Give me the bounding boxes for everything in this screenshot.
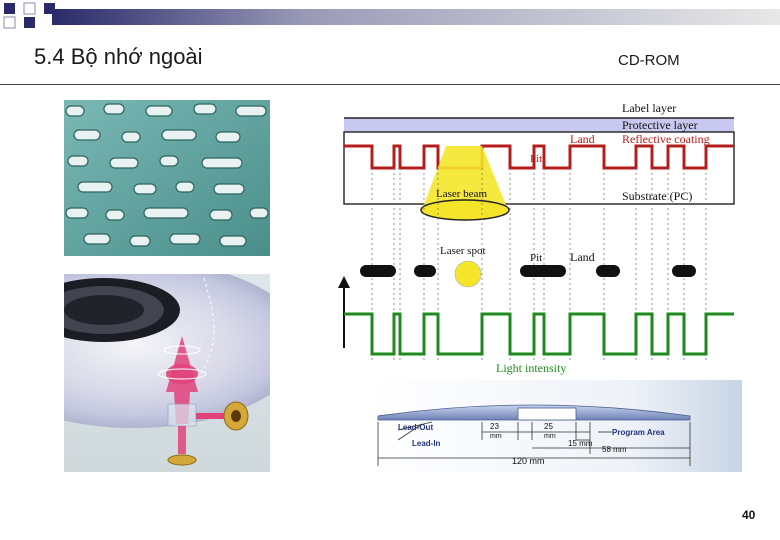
dim-58-label: 58 mm: [602, 445, 627, 454]
dim-23-value: 23: [490, 422, 499, 431]
pit-top-label: Pit: [530, 153, 542, 165]
light-intensity-signal: [344, 312, 734, 356]
dim-25-unit: mm: [544, 433, 556, 440]
cd-structure-diagram: Label layer Protective layer Reflective …: [338, 101, 735, 375]
pit-mid-label: Pit: [530, 252, 542, 264]
lead-out-label: Lead-Out: [398, 423, 433, 432]
label-layer-text: Label layer: [622, 101, 676, 115]
substrate-text: Substrate (PC): [622, 189, 692, 203]
land-mid-label: Land: [570, 250, 595, 264]
pit-surface-image: [64, 100, 270, 256]
disc-laser-image: [64, 274, 270, 472]
protective-layer-text: Protective layer: [622, 118, 698, 132]
disc-dimensions-diagram: Lead-Out Lead-In 23 mm 25 mm 15 mm Progr…: [372, 380, 742, 472]
dim-120-label: 120 mm: [512, 456, 545, 466]
title-divider: [0, 84, 780, 85]
laser-beam-label: Laser beam: [436, 188, 487, 200]
dim-15-label: 15 mm: [568, 439, 593, 448]
dim-25-value: 25: [544, 422, 553, 431]
laser-spot-label: Laser spot: [440, 245, 486, 257]
reflective-profile-line: [344, 144, 734, 170]
page-number: 40: [742, 508, 756, 522]
protective-layer-band: [344, 118, 734, 132]
reflective-coating-text: Reflective coating: [622, 132, 710, 146]
slide-title: 5.4 Bộ nhớ ngoài: [34, 44, 203, 69]
slide-subtitle: CD-ROM: [618, 52, 680, 69]
dim-23-unit: mm: [490, 433, 502, 440]
light-intensity-label: Light intensity: [496, 361, 566, 375]
land-top-label: Land: [570, 132, 595, 146]
corner-squares-decoration: [3, 2, 55, 29]
program-area-label: Program Area: [612, 428, 665, 437]
lead-in-label: Lead-In: [412, 439, 441, 448]
top-gradient-band: [52, 9, 780, 25]
